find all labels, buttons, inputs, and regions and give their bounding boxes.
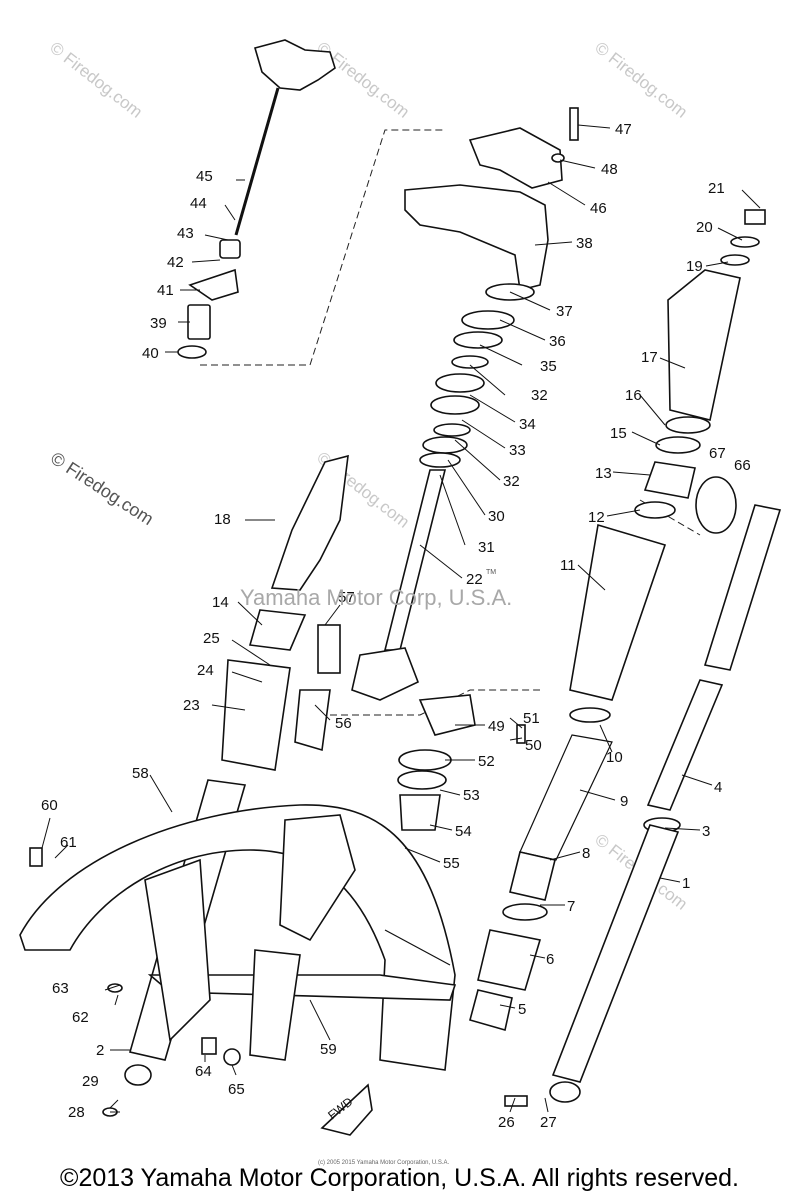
part-number-60: 60 bbox=[41, 797, 58, 814]
part-number-51: 51 bbox=[523, 710, 540, 727]
right-fork-internals bbox=[469, 501, 681, 1032]
upper-bracket bbox=[404, 184, 549, 291]
part-number-48: 48 bbox=[601, 161, 618, 178]
part-number-callouts: 47 48 46 38 37 36 35 32 34 33 32 30 31 2… bbox=[41, 121, 751, 1131]
steering-bearing-stack bbox=[419, 283, 535, 468]
part-number-26: 26 bbox=[498, 1114, 515, 1131]
part-number-9: 9 bbox=[620, 793, 628, 810]
part-number-63: 63 bbox=[52, 980, 69, 997]
part-number-53: 53 bbox=[463, 787, 480, 804]
part-number-22: 22 bbox=[466, 571, 483, 588]
part-number-38: 38 bbox=[576, 235, 593, 252]
part-number-42: 42 bbox=[167, 254, 184, 271]
part-number-55: 55 bbox=[443, 855, 460, 872]
part-number-64: 64 bbox=[195, 1063, 212, 1080]
part-number-36: 36 bbox=[549, 333, 566, 350]
part-number-13: 13 bbox=[595, 465, 612, 482]
part-number-39: 39 bbox=[150, 315, 167, 332]
part-number-17: 17 bbox=[641, 349, 658, 366]
part-number-21: 21 bbox=[708, 180, 725, 197]
part-number-54: 54 bbox=[455, 823, 472, 840]
part-number-28: 28 bbox=[68, 1104, 85, 1121]
part-number-41: 41 bbox=[157, 282, 174, 299]
part-number-67: 67 bbox=[709, 445, 726, 462]
part-number-47: 47 bbox=[615, 121, 632, 138]
center-watermark: Yamaha Motor Corp, U.S.A. bbox=[240, 585, 513, 610]
part-number-29: 29 bbox=[82, 1073, 99, 1090]
part-number-40: 40 bbox=[142, 345, 159, 362]
part-number-11: 11 bbox=[560, 557, 576, 574]
part-number-59: 59 bbox=[320, 1041, 337, 1058]
part-number-15: 15 bbox=[610, 425, 627, 442]
part-number-50: 50 bbox=[525, 737, 542, 754]
part-number-31: 31 bbox=[478, 539, 495, 556]
part-number-34: 34 bbox=[519, 416, 536, 433]
part-number-32-lower: 32 bbox=[503, 473, 520, 490]
part-number-3: 3 bbox=[702, 823, 710, 840]
part-number-32-upper: 32 bbox=[531, 387, 548, 404]
part-number-14: 14 bbox=[212, 594, 229, 611]
part-number-7: 7 bbox=[567, 898, 575, 915]
part-number-37: 37 bbox=[556, 303, 573, 320]
part-number-2: 2 bbox=[96, 1042, 104, 1059]
part-number-4: 4 bbox=[714, 779, 722, 796]
part-number-20: 20 bbox=[696, 219, 713, 236]
part-number-10: 10 bbox=[606, 749, 623, 766]
fender-stay-and-hardware bbox=[29, 814, 457, 1117]
part-number-27: 27 bbox=[540, 1114, 557, 1131]
part-number-24: 24 bbox=[197, 662, 214, 679]
steering-damper-assembly bbox=[177, 39, 336, 359]
part-number-58: 58 bbox=[132, 765, 149, 782]
trademark-mark: TM bbox=[486, 569, 496, 576]
part-number-12: 12 bbox=[588, 509, 605, 526]
part-number-25: 25 bbox=[203, 630, 220, 647]
part-number-66: 66 bbox=[734, 457, 751, 474]
fwd-arrow: FWD bbox=[320, 1083, 373, 1136]
part-number-1: 1 bbox=[682, 875, 690, 892]
part-number-8: 8 bbox=[582, 845, 590, 862]
steering-stem bbox=[351, 469, 447, 701]
part-number-19: 19 bbox=[686, 258, 703, 275]
fine-print-notice: (c) 2005 2015 Yamaha Motor Corporation, … bbox=[318, 1160, 450, 1166]
part-number-5: 5 bbox=[518, 1001, 526, 1018]
part-number-65: 65 bbox=[228, 1081, 245, 1098]
part-number-45: 45 bbox=[196, 168, 213, 185]
right-fork-upper bbox=[643, 209, 766, 534]
part-number-43: 43 bbox=[177, 225, 194, 242]
part-number-44: 44 bbox=[190, 195, 207, 212]
part-number-52: 52 bbox=[478, 753, 495, 770]
right-fork-tubes bbox=[504, 504, 782, 1107]
front-fender bbox=[19, 804, 456, 1071]
part-number-57: 57 bbox=[338, 589, 355, 606]
copyright-footer: ©2013 Yamaha Motor Corporation, U.S.A. A… bbox=[60, 1164, 739, 1192]
part-number-23: 23 bbox=[183, 697, 200, 714]
part-number-18: 18 bbox=[214, 511, 231, 528]
part-number-56: 56 bbox=[335, 715, 352, 732]
part-number-49: 49 bbox=[488, 718, 505, 735]
part-number-33: 33 bbox=[509, 442, 526, 459]
part-number-16: 16 bbox=[625, 387, 642, 404]
part-number-30: 30 bbox=[488, 508, 505, 525]
leader-lines bbox=[41, 124, 761, 1113]
part-number-35: 35 bbox=[540, 358, 557, 375]
part-number-46: 46 bbox=[590, 200, 607, 217]
part-number-62: 62 bbox=[72, 1009, 89, 1026]
handlebar-holder bbox=[468, 107, 579, 189]
part-number-6: 6 bbox=[546, 951, 554, 968]
part-number-61: 61 bbox=[60, 834, 77, 851]
